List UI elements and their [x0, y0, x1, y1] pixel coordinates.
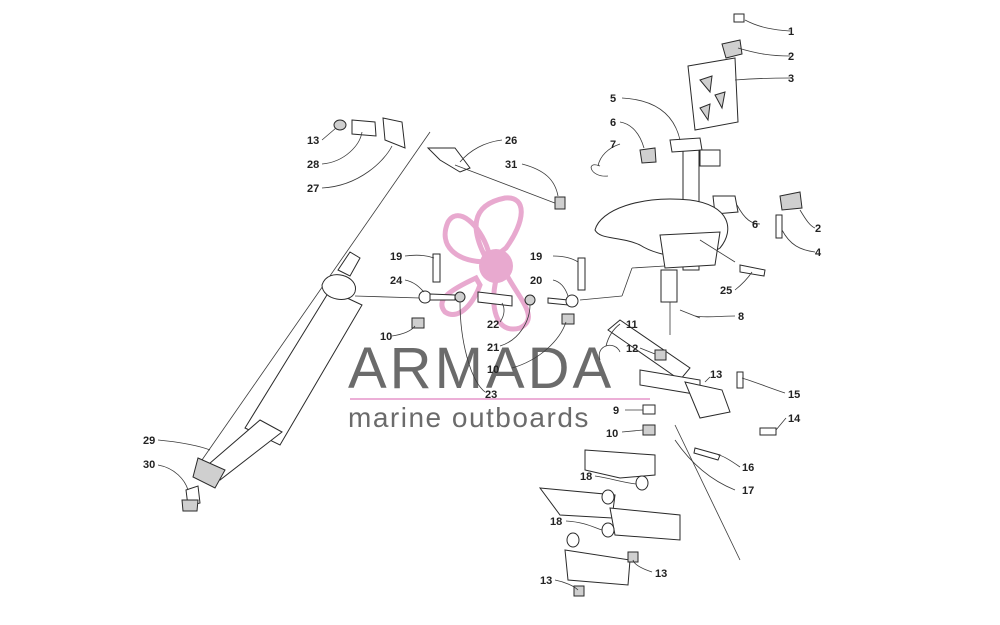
callout-26: 26	[505, 135, 517, 147]
callout-6: 6	[610, 117, 616, 129]
brand-name: ARMADA	[348, 336, 614, 401]
callout-9: 9	[613, 405, 619, 417]
callout-12: 12	[626, 343, 638, 355]
callout-20: 20	[530, 275, 542, 287]
callout-11: 11	[626, 319, 638, 331]
pin-8	[679, 309, 701, 319]
clevis-26	[426, 147, 471, 173]
cable-end-assembly	[333, 117, 406, 149]
lower-tube	[598, 319, 777, 561]
callout-16: 16	[742, 462, 754, 474]
callout-7: 7	[610, 139, 616, 151]
callout-1: 1	[788, 26, 794, 38]
callout-18: 18	[550, 516, 562, 528]
callout-21: 21	[487, 342, 499, 354]
callout-5: 5	[610, 93, 616, 105]
callout-10: 10	[606, 428, 618, 440]
callout-18: 18	[580, 471, 592, 483]
propeller-icon	[439, 195, 531, 332]
steering-cable-shaft	[181, 131, 431, 512]
callout-10: 10	[380, 331, 392, 343]
callout-6: 6	[752, 219, 758, 231]
callout-10: 10	[487, 364, 499, 376]
linkage-rod	[354, 253, 666, 329]
parts-drawing	[181, 13, 803, 597]
callout-14: 14	[788, 413, 801, 425]
callout-27: 27	[307, 183, 319, 195]
nut-31	[554, 196, 566, 210]
leader-lines	[157, 19, 816, 591]
callout-23: 23	[485, 389, 497, 401]
callout-2: 2	[788, 51, 794, 63]
callout-31: 31	[505, 159, 517, 171]
clip-7	[590, 164, 609, 177]
callout-13: 13	[710, 369, 722, 381]
callout-3: 3	[788, 73, 794, 85]
callout-13: 13	[540, 575, 552, 587]
mount-blocks	[538, 449, 681, 597]
bracket-6a	[639, 147, 657, 164]
callout-24: 24	[390, 275, 403, 287]
clip-2b	[779, 191, 803, 211]
callout-2: 2	[815, 223, 821, 235]
steering-housing	[594, 198, 766, 335]
callout-19: 19	[530, 251, 542, 263]
callout-13: 13	[655, 568, 667, 580]
callout-13: 13	[307, 135, 319, 147]
callout-28: 28	[307, 159, 319, 171]
callout-numbers: 1 2 3 5 6 7 6 2 4 13 28 27 26 31 19 24 1…	[143, 26, 822, 587]
screw-25	[739, 264, 766, 277]
callout-22: 22	[487, 319, 499, 331]
armada-logo: ARMADA marine outboards	[348, 195, 650, 433]
callout-25: 25	[720, 285, 732, 297]
callout-30: 30	[143, 459, 155, 471]
brand-tagline: marine outboards	[348, 402, 590, 433]
callout-19: 19	[390, 251, 402, 263]
callout-4: 4	[815, 247, 822, 259]
callout-29: 29	[143, 435, 155, 447]
bolt-4	[775, 214, 783, 239]
callout-17: 17	[742, 485, 754, 497]
callout-15: 15	[788, 389, 800, 401]
callout-8: 8	[738, 311, 744, 323]
